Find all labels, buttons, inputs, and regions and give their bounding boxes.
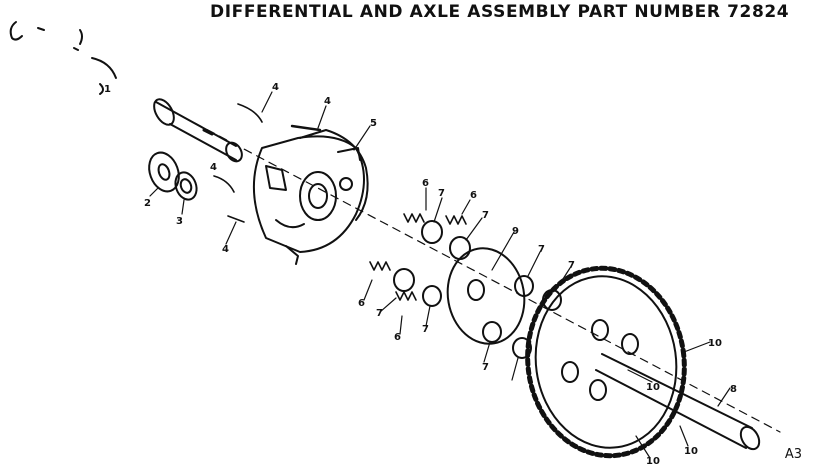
callout-7: 7 bbox=[482, 210, 489, 221]
ring-gear bbox=[525, 265, 687, 459]
thrust-washer bbox=[148, 151, 180, 193]
callout-6: 6 bbox=[394, 332, 401, 343]
callout-2: 2 bbox=[144, 198, 151, 209]
callout-7: 7 bbox=[376, 308, 383, 319]
callout-labels: 1 2 3 4 4 4 4 5 6 6 6 6 7 7 7 7 7 7 7 8 … bbox=[104, 82, 737, 467]
callout-4: 4 bbox=[324, 96, 331, 107]
differential-housing bbox=[253, 129, 369, 265]
callout-10: 10 bbox=[708, 338, 722, 349]
diagram-title: DIFFERENTIAL AND AXLE ASSEMBLY PART NUMB… bbox=[210, 2, 790, 22]
collar bbox=[174, 171, 198, 201]
callout-10: 10 bbox=[646, 456, 660, 467]
callout-10: 10 bbox=[684, 446, 698, 457]
callout-6: 6 bbox=[470, 190, 477, 201]
right-axle-shaft bbox=[595, 353, 761, 451]
callout-4: 4 bbox=[222, 244, 229, 255]
callout-7: 7 bbox=[538, 244, 545, 255]
stray-marks bbox=[9, 21, 117, 95]
left-axle-shaft bbox=[153, 98, 243, 163]
callout-6: 6 bbox=[422, 178, 429, 189]
callout-7: 7 bbox=[422, 324, 429, 335]
callout-1: 1 bbox=[104, 84, 111, 95]
leader-lines bbox=[149, 91, 731, 459]
page-reference: A3 bbox=[784, 447, 802, 462]
callout-3: 3 bbox=[176, 216, 183, 227]
pin-parts bbox=[213, 103, 322, 223]
callout-5: 5 bbox=[370, 118, 377, 129]
callout-8: 8 bbox=[730, 384, 737, 395]
side-plate bbox=[446, 247, 526, 345]
spring-parts bbox=[369, 213, 467, 301]
assembly-axis-line bbox=[169, 109, 781, 433]
callout-9: 9 bbox=[512, 226, 519, 237]
callout-7: 7 bbox=[482, 362, 489, 373]
callout-6: 6 bbox=[358, 298, 365, 309]
callout-7: 7 bbox=[438, 188, 445, 199]
callout-4: 4 bbox=[272, 82, 279, 93]
callout-4: 4 bbox=[210, 162, 217, 173]
callout-10: 10 bbox=[646, 382, 660, 393]
callout-7: 7 bbox=[568, 260, 575, 271]
